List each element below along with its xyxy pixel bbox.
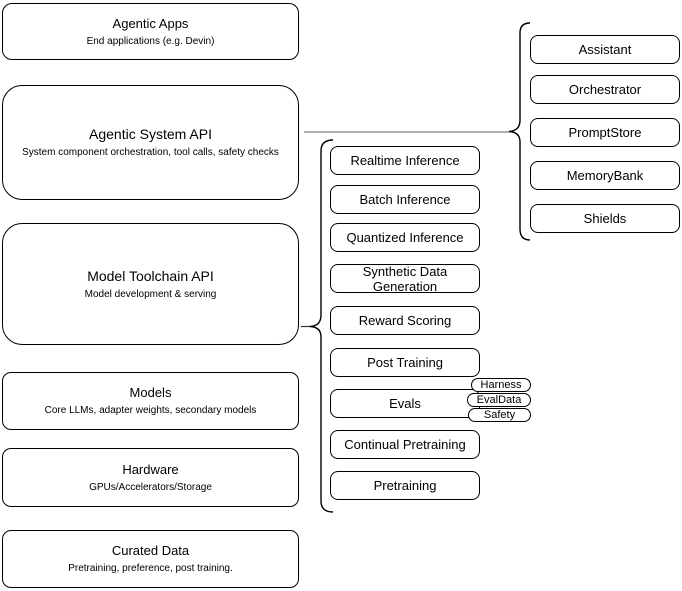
box-subtitle: System component orchestration, tool cal… bbox=[22, 147, 279, 158]
toolchain-item-realtime-inference: Realtime Inference bbox=[330, 146, 480, 175]
box-hardware: Hardware GPUs/Accelerators/Storage bbox=[2, 448, 299, 507]
box-title: Curated Data bbox=[111, 543, 190, 558]
toolchain-item-quantized-inference: Quantized Inference bbox=[330, 223, 480, 252]
toolchain-item-batch-inference: Batch Inference bbox=[330, 185, 480, 214]
box-title: Agentic Apps bbox=[112, 15, 189, 31]
system-component-shields: Shields bbox=[530, 204, 680, 233]
box-model-toolchain-api: Model Toolchain API Model development & … bbox=[2, 223, 299, 345]
box-subtitle: End applications (e.g. Devin) bbox=[86, 35, 215, 47]
box-curated-data: Curated Data Pretraining, preference, po… bbox=[2, 530, 299, 588]
evals-tag-safety: Safety bbox=[468, 408, 531, 422]
box-title: Model Toolchain API bbox=[87, 267, 214, 284]
system-component-assistant: Assistant bbox=[530, 35, 680, 64]
box-models: Models Core LLMs, adapter weights, secon… bbox=[2, 372, 299, 430]
brace-system-group bbox=[508, 22, 531, 241]
evals-tag-evaldata: EvalData bbox=[467, 393, 531, 407]
box-subtitle: Core LLMs, adapter weights, secondary mo… bbox=[44, 405, 257, 416]
box-subtitle: Model development & serving bbox=[84, 288, 217, 300]
toolchain-item-continual-pretraining: Continual Pretraining bbox=[330, 430, 480, 459]
system-component-memory-bank: MemoryBank bbox=[530, 161, 680, 190]
box-subtitle: GPUs/Accelerators/Storage bbox=[89, 481, 212, 493]
box-agentic-system-api: Agentic System API System component orch… bbox=[2, 85, 299, 200]
toolchain-item-reward-scoring: Reward Scoring bbox=[330, 306, 480, 335]
box-title: Hardware bbox=[122, 461, 179, 477]
box-title: Agentic System API bbox=[89, 126, 212, 142]
toolchain-item-evals: Evals bbox=[330, 389, 480, 418]
toolchain-item-pretraining: Pretraining bbox=[330, 471, 480, 500]
system-component-prompt-store: PromptStore bbox=[530, 118, 680, 147]
toolchain-item-post-training: Post Training bbox=[330, 348, 480, 377]
toolchain-item-synthetic-data-generation: Synthetic Data Generation bbox=[330, 264, 480, 294]
box-agentic-apps: Agentic Apps End applications (e.g. Devi… bbox=[2, 3, 299, 60]
box-title: Models bbox=[129, 385, 172, 400]
system-component-orchestrator: Orchestrator bbox=[530, 75, 680, 104]
box-subtitle: Pretraining, preference, post training. bbox=[68, 563, 233, 574]
evals-tag-harness: Harness bbox=[471, 378, 531, 392]
